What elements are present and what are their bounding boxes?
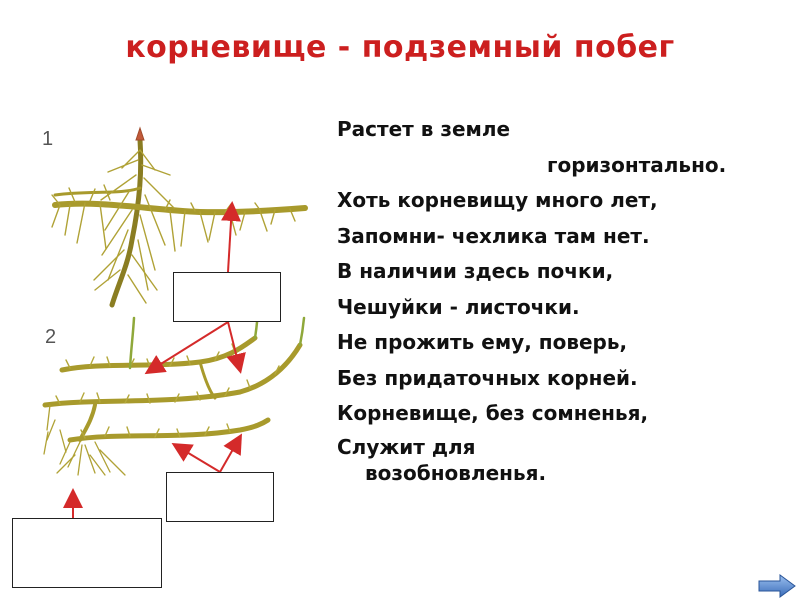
poem-line: Запомни- чехлика там нет. (337, 223, 650, 248)
poem-line: Служит для (337, 434, 476, 459)
poem-text: Растет в земле горизонтально. Хоть корне… (337, 112, 787, 488)
figure-label-2: 2 (45, 326, 57, 348)
poem-line: Растет в земле (337, 117, 511, 141)
arrow-right-icon[interactable] (758, 574, 796, 598)
poem-line: горизонтально. (547, 152, 727, 177)
poem-line: Хоть корневищу много лет, (337, 188, 658, 212)
poem-line: возобновленья. (365, 460, 547, 485)
poem-line: В наличии здесь почки, (337, 259, 614, 283)
poem-line: Чешуйки - листочки. (337, 294, 580, 319)
plant-1 (51, 126, 308, 308)
poem-line: Без придаточных корней. (337, 365, 638, 390)
plant-2 (42, 303, 306, 476)
annotation-arrows (63, 201, 246, 518)
rhizome-drawing (42, 126, 308, 518)
label-box-shoot[interactable] (166, 472, 274, 522)
label-box-rhizome[interactable] (173, 272, 281, 322)
figure-label-1: 1 (42, 128, 54, 150)
poem-line: Не прожить ему, поверь, (337, 330, 628, 354)
rhizome-illustration: 1 2 (0, 0, 330, 600)
label-box-roots[interactable] (12, 518, 162, 588)
slide-title: корневище - подземный побег (125, 30, 675, 65)
poem-line: Корневище, без сомненья, (337, 401, 649, 425)
